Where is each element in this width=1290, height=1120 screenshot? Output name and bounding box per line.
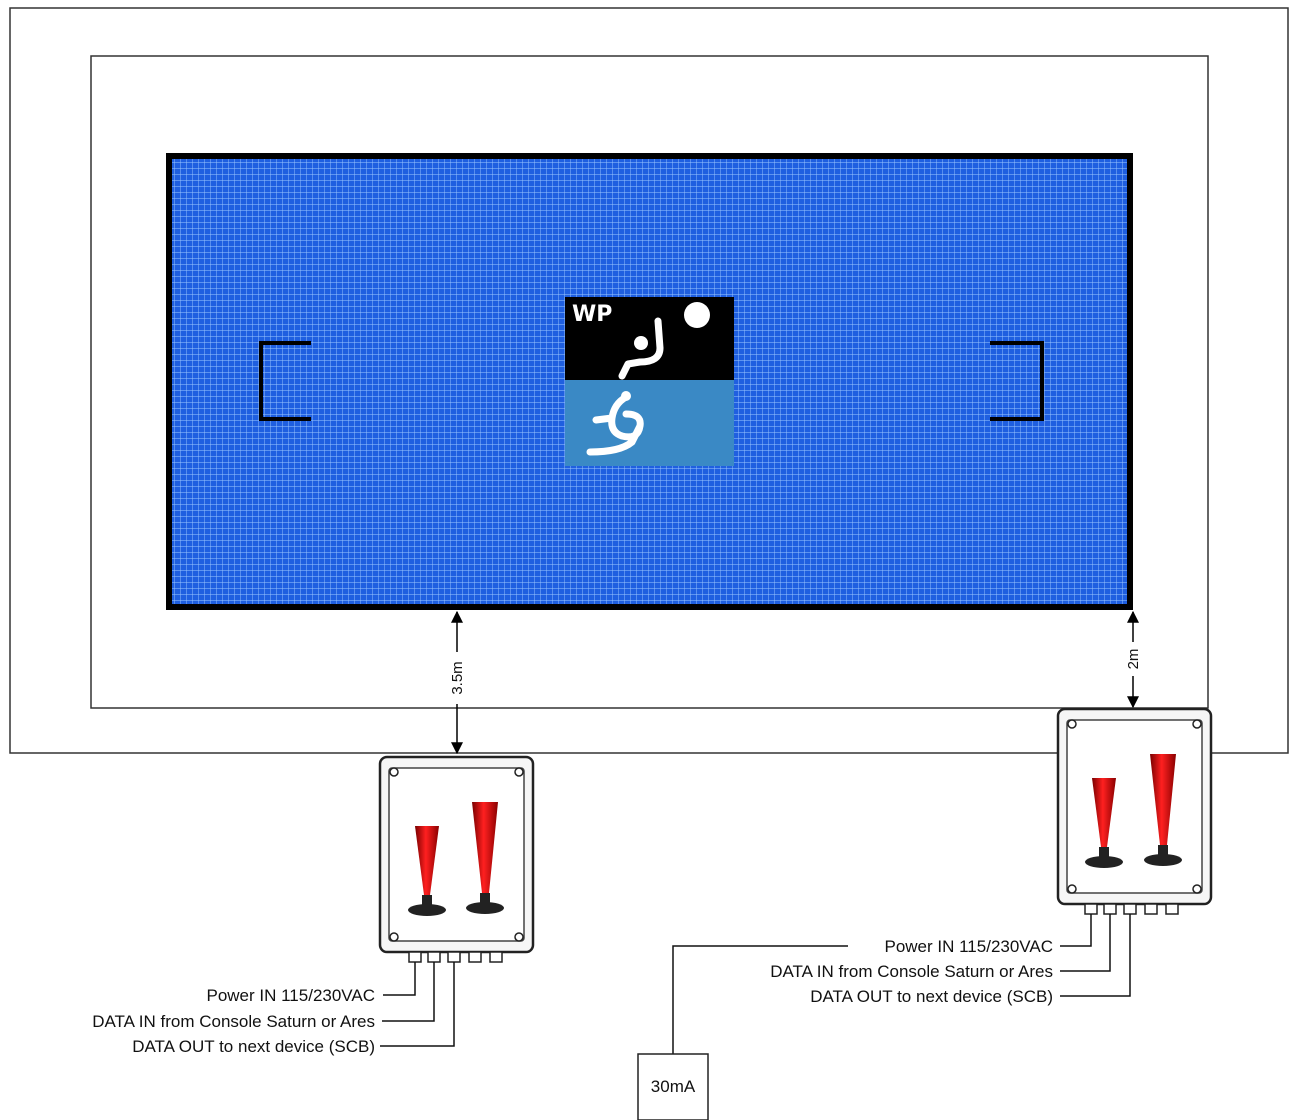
- left-box-wiring: [380, 962, 455, 1047]
- connector-ports: [1084, 903, 1179, 915]
- right-box-wiring: [672, 914, 1131, 1054]
- water-polo-logo: WP: [565, 297, 734, 466]
- right-horn-box: [1056, 707, 1213, 915]
- left-power-in-label: Power IN 115/230VAC: [206, 986, 375, 1005]
- right-data-out-label: DATA OUT to next device (SCB): [810, 987, 1053, 1006]
- left-data-in-label: DATA IN from Console Saturn or Ares: [92, 1012, 375, 1031]
- rcd-breaker: 30mA: [637, 1053, 709, 1120]
- long-horn-icon: [1144, 754, 1182, 866]
- short-horn-icon: [1085, 778, 1123, 868]
- right-data-in-label: DATA IN from Console Saturn or Ares: [770, 962, 1053, 981]
- short-horn-icon: [408, 826, 446, 916]
- left-clearance-label: 3.5m: [449, 661, 466, 694]
- left-data-out-label: DATA OUT to next device (SCB): [132, 1037, 375, 1056]
- connector-ports: [408, 951, 503, 963]
- left-goal: [259, 341, 311, 421]
- logo-text: WP: [572, 302, 612, 327]
- breaker-label: 30mA: [651, 1077, 696, 1096]
- long-horn-icon: [466, 802, 504, 914]
- pool-deck-outline: [90, 55, 1209, 709]
- left-horn-box: [378, 755, 535, 963]
- outer-area-outline: [9, 7, 1289, 754]
- water-polo-player-icon: [586, 302, 710, 456]
- right-clearance-label: 2m: [1125, 649, 1142, 670]
- right-power-in-label: Power IN 115/230VAC: [884, 937, 1053, 956]
- right-goal: [990, 341, 1044, 421]
